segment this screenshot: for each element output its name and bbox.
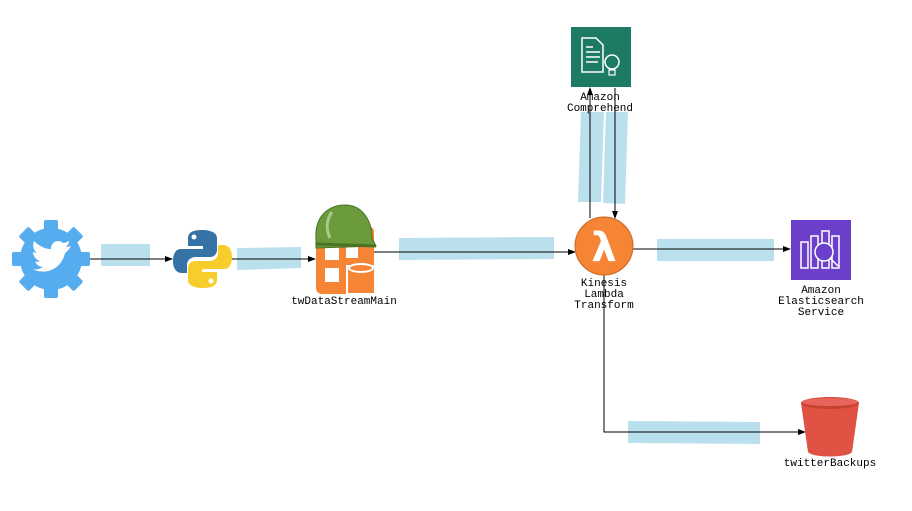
highlight-strip	[399, 237, 554, 260]
comprehend-label-line: Amazon	[580, 92, 620, 104]
lambda-label-line: Lambda	[584, 289, 624, 301]
elasticsearch-label-line: Amazon	[801, 285, 841, 297]
kinesis-label: twDataStreamMain	[291, 296, 397, 308]
comprehend-icon[interactable]	[571, 27, 631, 87]
elasticsearch-label-line: Service	[798, 307, 844, 319]
highlight-strip	[657, 239, 774, 261]
s3-bucket-icon[interactable]	[801, 397, 859, 457]
kinesis-stream-icon[interactable]	[315, 204, 377, 295]
s3-label: twitterBackups	[784, 458, 876, 470]
svg-text:λ: λ	[591, 225, 616, 271]
twitter-gear-icon[interactable]	[12, 220, 90, 298]
lambda-icon[interactable]: λ	[574, 216, 634, 276]
lambda-label-line: Kinesis	[581, 278, 627, 290]
elasticsearch-label-line: Elasticsearch	[778, 296, 864, 308]
comprehend-label-line: Comprehend	[567, 103, 633, 115]
highlight-strip	[101, 244, 150, 266]
lambda-label-line: Transform	[574, 300, 634, 312]
python-icon[interactable]	[173, 230, 232, 288]
elasticsearch-icon[interactable]	[791, 220, 851, 280]
edges	[90, 87, 806, 435]
edge-lambda-s3	[603, 275, 806, 435]
highlight-strip	[578, 112, 604, 202]
